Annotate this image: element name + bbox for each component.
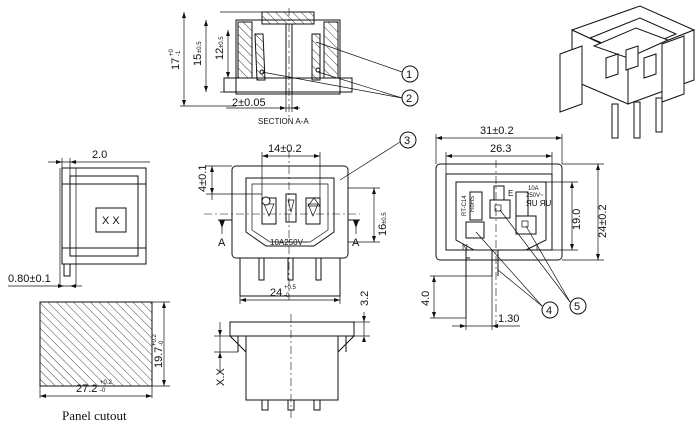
dim-4-label: 4±0.1 [197,165,209,192]
dimension-24-side: 24±0.2 [562,163,609,261]
dimension-19-0: 19.0 [546,181,583,251]
dimension-24-front: 24 +0.5 -0 [239,285,341,304]
dim-xx-left-label: X.X [215,368,227,386]
dimension-4: 4±0.1 [197,165,262,200]
pin-e-label: E [508,189,513,198]
dim-16-label: 16 [377,224,389,236]
section-a-right: A [352,237,360,249]
dim-31-label: 31±0.2 [480,125,514,137]
section-aa-label: SECTION A-A [258,117,309,126]
dim-24-front-label: 24 [270,287,282,299]
balloon-4-label: 4 [546,305,552,317]
dim-27-label: 27.2 [76,383,97,395]
dimension-xx-left: X.X [214,322,238,386]
balloon-2-label: 2 [406,93,412,105]
dim-14-label: 14±0.2 [268,143,302,155]
dim-12-tolerance: ±0.5 [219,36,225,48]
dim-19-7-label: 19.7 [153,347,165,368]
dimension-31: 31±0.2 [435,125,563,164]
back-text-4: ЯU ЯU [526,199,552,208]
balloon-3-label: 3 [404,135,410,147]
dimension-0-80: 0.80±0.1 [8,273,82,288]
balloon-5: 5 [499,209,587,315]
dim-26-3-label: 26.3 [490,143,511,155]
balloon-1: 1 [315,41,419,83]
dim-16-tolerance: ±0.5 [382,212,388,224]
section-a-left: A [218,237,226,249]
back-view: RT-C14 RoHS 10A 250V~ ЯU ЯU E N L [435,160,563,330]
dim-27-tolerance: +0.2 [100,380,113,386]
dim-1-30-label: 1.30 [498,313,519,325]
dimension-12: 12 ±0.5 [214,30,230,78]
dimension-15: 15 ±0.5 [192,20,208,92]
dim-2-0-label: 2.0 [92,149,107,161]
dim-19-0-label: 19.0 [571,209,583,230]
back-text-5: RoHS [470,196,476,212]
isometric-view [559,5,696,139]
xx-box-label: X X [102,215,120,227]
dim-12-label: 12 [214,48,226,60]
bottom-view [229,314,355,418]
dim-19-7-tolerance: +0.2 [152,333,158,346]
dimension-2-0: 2.0 [48,149,150,176]
dim-19-7-tolerance-low: -0 [159,340,165,346]
dim-17-tolerance-low: -1 [176,50,182,56]
dim-27-tolerance-low: -0 [100,388,106,394]
dim-17-label: 17 [170,58,182,70]
dimension-3-2: 3.2 [338,291,371,342]
dimension-19-7: 19.7 +0.2 -0 [152,302,166,386]
panel-cutout-caption: Panel cutout [62,408,127,423]
dimension-1-30: 1.30 [452,276,520,330]
dim-15-label: 15 [192,54,204,66]
dimension-26-3: 26.3 [445,143,553,174]
dim-3-2-label: 3.2 [359,291,371,306]
dim-24-front-tolerance-low: -0 [284,293,290,299]
dimension-2-section: 2±0.05 SECTION A-A [226,94,309,126]
balloon-2: 2 [261,71,419,107]
dimension-4-0: 4.0 [420,275,492,319]
front-view: 10A250V~ [204,150,360,300]
dimension-16: 16 ±0.5 [348,187,389,243]
dim-0-80-label: 0.80±0.1 [8,273,51,285]
pin-n-label: N [462,243,468,252]
dim-2-label: 2±0.05 [232,97,266,109]
dimension-14: 14±0.2 [261,143,321,198]
section-aa-view [220,8,353,118]
dim-4-0-label: 4.0 [420,291,432,306]
balloon-4: 4 [475,231,559,319]
back-text-1: RT-C14 [462,195,468,216]
panel-cutout-view [39,301,170,398]
balloon-1-label: 1 [406,69,412,81]
section-markers: A A [218,219,360,249]
back-text-2: 10A [528,186,539,192]
side-view: X X [59,167,147,286]
dim-17-tolerance: +0 [169,48,175,56]
back-text-3: 250V~ [526,193,544,199]
balloon-3: 3 [339,131,417,181]
dimension-17: 17 +0 -1 [169,12,236,107]
balloon-5-label: 5 [574,301,580,313]
dim-24-side-label: 24±0.2 [597,204,609,238]
dimension-27-2: 27.2 +0.2 -0 [40,380,152,398]
dim-24-front-tolerance: +0.5 [284,285,297,291]
dim-15-tolerance: ±0.5 [197,41,203,53]
